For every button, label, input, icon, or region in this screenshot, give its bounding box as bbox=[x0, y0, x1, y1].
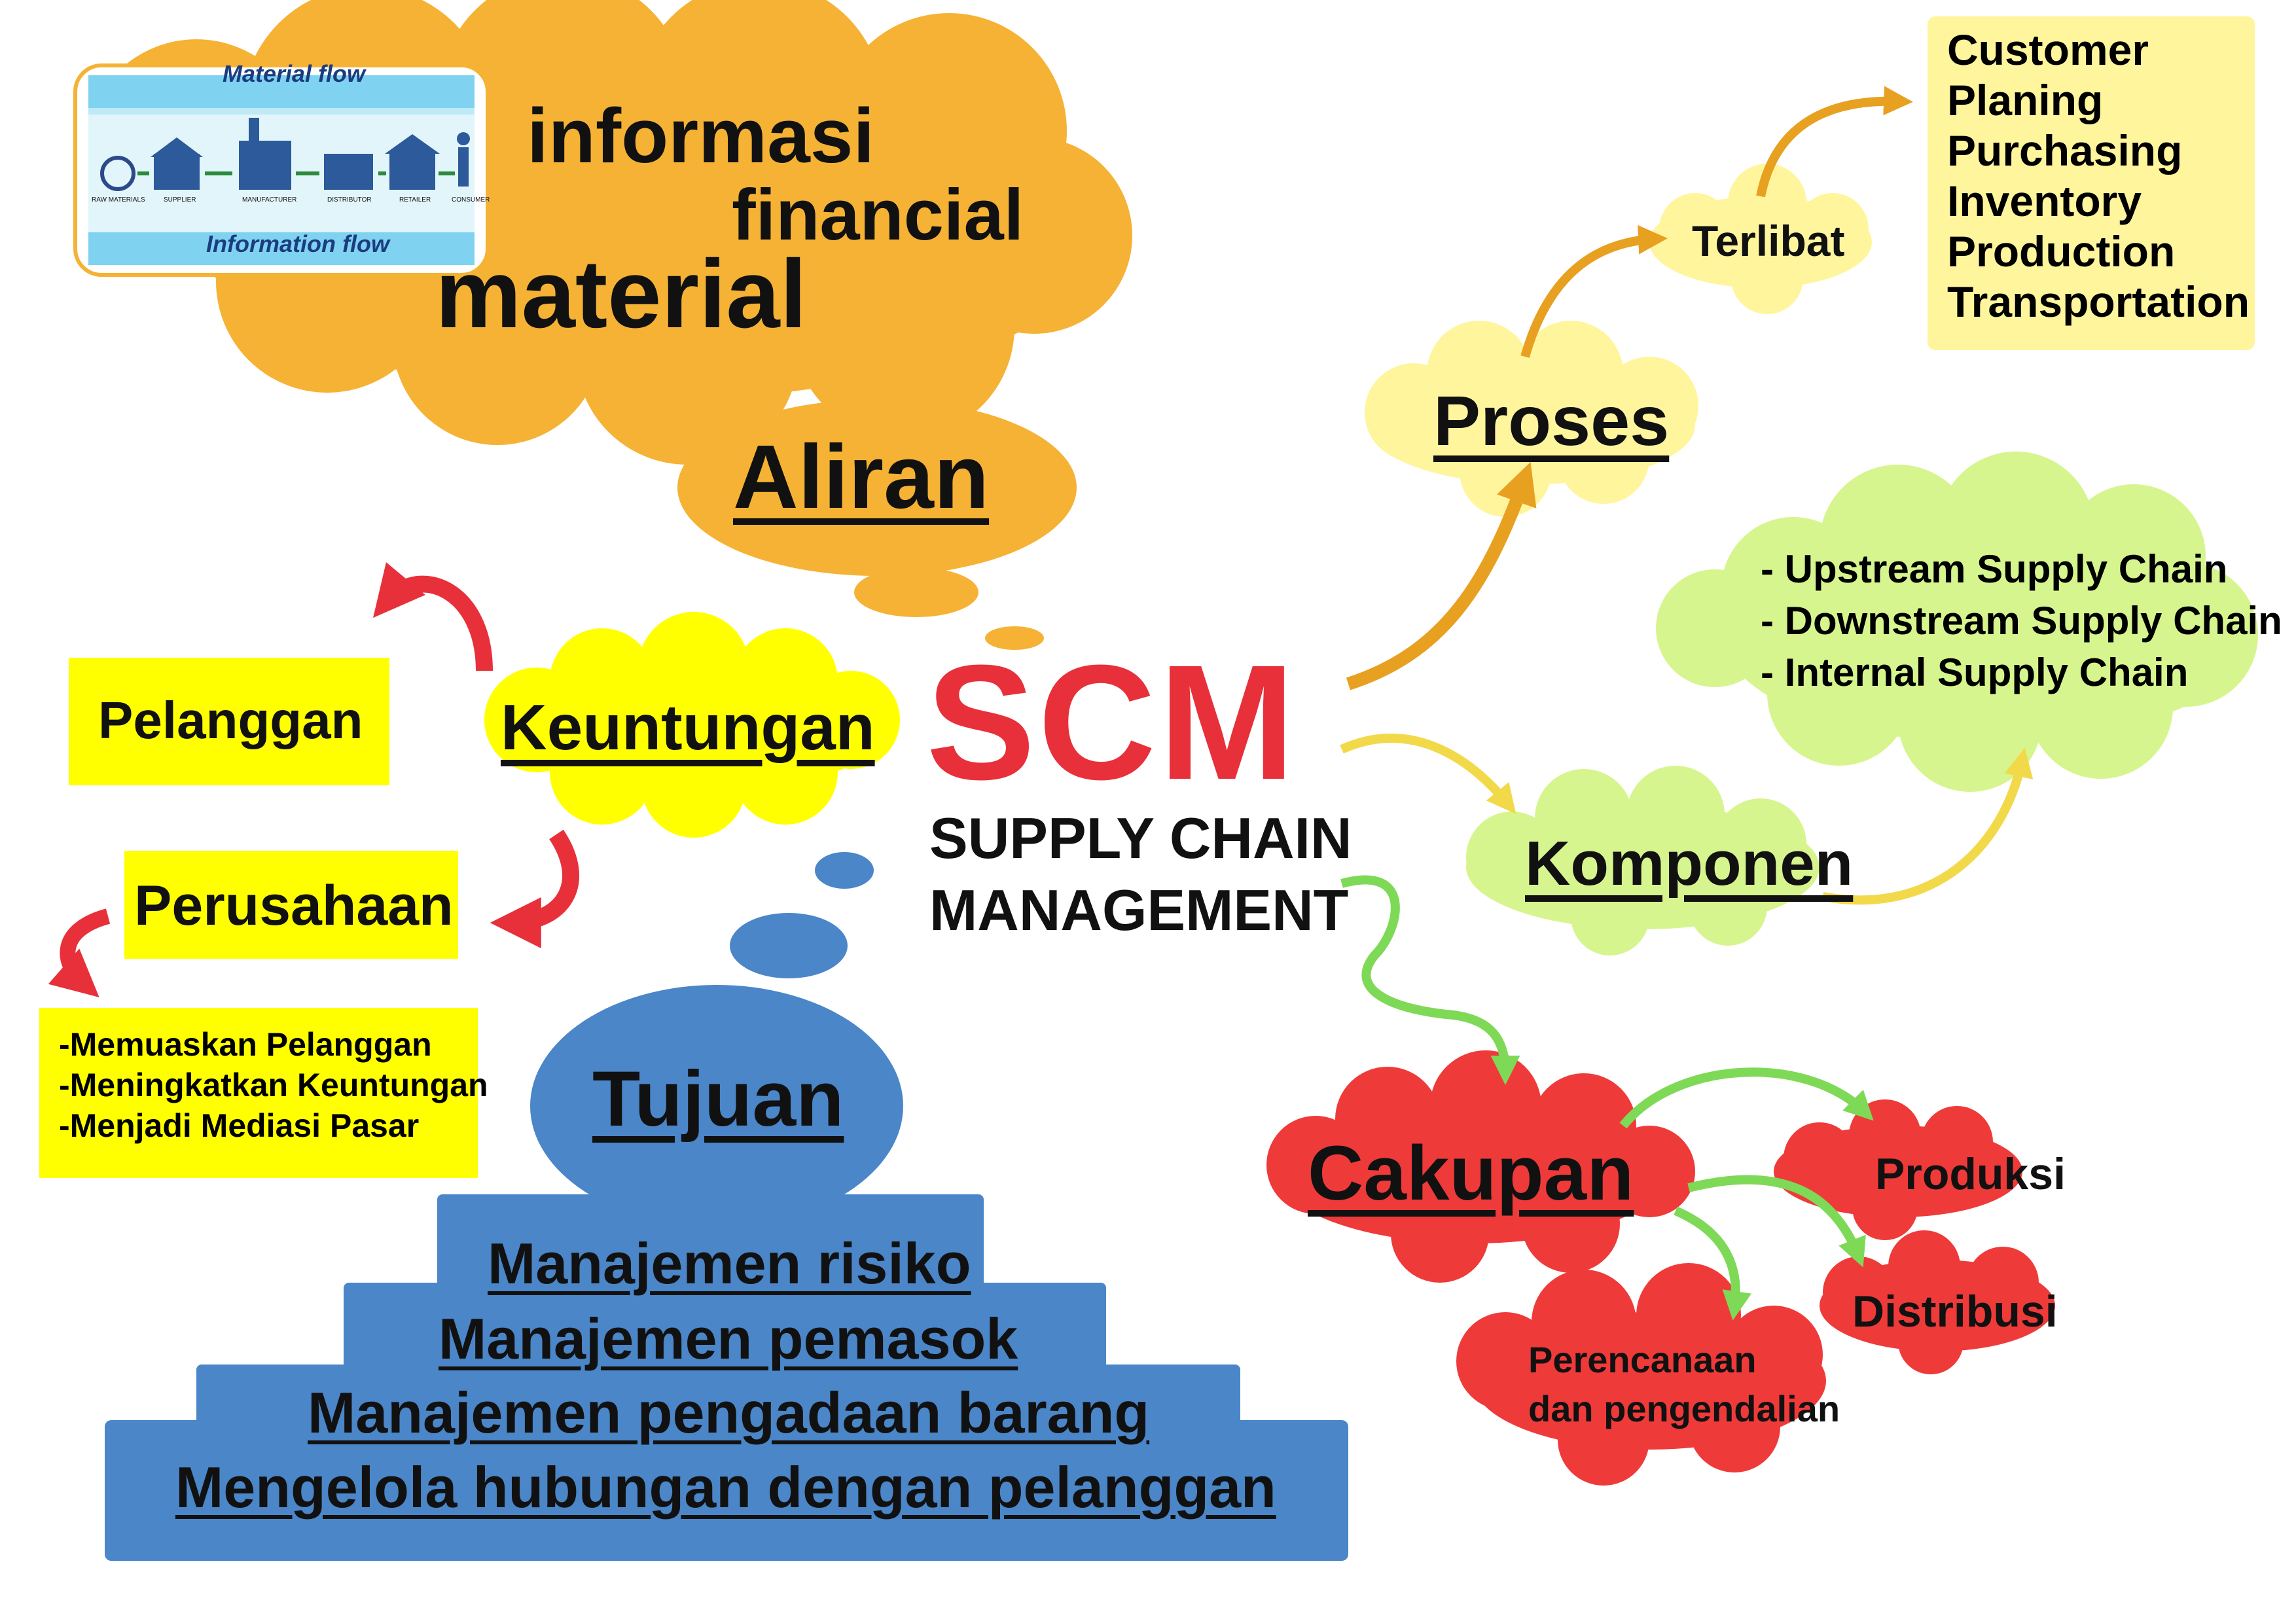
perencanaan-cloud bbox=[1456, 1263, 1826, 1486]
information-flow-label: Information flow bbox=[206, 230, 389, 257]
komponen-upstream: - Upstream Supply Chain bbox=[1761, 547, 2228, 591]
stage-supplier: SUPPLIER bbox=[164, 196, 196, 204]
perusahaan-label: Perusahaan bbox=[134, 874, 454, 937]
tujuan-step-3: Manajemen pengadaan barang bbox=[308, 1380, 1150, 1445]
perusahaan-box bbox=[124, 851, 458, 959]
produksi-cloud bbox=[1774, 1099, 2022, 1240]
terlibat-cloud bbox=[1649, 164, 1872, 314]
keuntungan-label: Keuntungan bbox=[501, 691, 875, 763]
tujuan-step-1: Manajemen risiko bbox=[488, 1231, 971, 1296]
arrow-scm-komponen bbox=[1340, 734, 1516, 814]
proses-involved-list: Customer Planing Purchasing Inventory Pr… bbox=[1947, 25, 2250, 327]
involved-production: Production bbox=[1947, 227, 2176, 276]
arrow-cakupan-produksi bbox=[1619, 1067, 1874, 1129]
arrow-scm-proses bbox=[1346, 461, 1537, 690]
involved-purchasing: Purchasing bbox=[1947, 126, 2183, 175]
produksi-label: Produksi bbox=[1875, 1149, 2066, 1199]
involved-inventory: Inventory bbox=[1947, 177, 2142, 225]
arrow-komponen-list bbox=[1821, 747, 2034, 905]
aliran-cloud bbox=[85, 0, 1132, 465]
involved-transportation: Transportation bbox=[1947, 277, 2250, 326]
arrow-cakupan-perencanaan bbox=[1674, 1206, 1751, 1321]
arrow-to-pelanggan bbox=[372, 562, 493, 671]
distribusi-cloud bbox=[1820, 1230, 2055, 1374]
aliran-label: Aliran bbox=[733, 427, 990, 527]
tujuan-step-4: Mengelola hubungan dengan pelanggan bbox=[175, 1455, 1276, 1520]
detail-meningkatkan: -Meningkatkan Keuntungan bbox=[59, 1067, 488, 1103]
keuntungan-details-box bbox=[39, 1008, 478, 1178]
arrow-proses-terlibat bbox=[1520, 224, 1668, 358]
arrow-cakupan-distribusi bbox=[1687, 1175, 1866, 1268]
aliran-item-material: material bbox=[435, 240, 807, 348]
detail-memuaskan: -Memuaskan Pelanggan bbox=[59, 1026, 432, 1063]
detail-mediasi: -Menjadi Mediasi Pasar bbox=[59, 1107, 420, 1144]
distribusi-label: Distribusi bbox=[1852, 1287, 2058, 1336]
komponen-label: Komponen bbox=[1525, 829, 1854, 899]
proses-list-box bbox=[1928, 16, 2255, 350]
tujuan-oval bbox=[530, 985, 903, 1227]
stage-raw-materials: RAW MATERIALS bbox=[92, 196, 145, 204]
stage-consumer: CONSUMER bbox=[452, 196, 490, 204]
perencanaan-line2: dan pengendalian bbox=[1528, 1388, 1840, 1429]
komponen-cloud bbox=[1466, 766, 1820, 955]
tujuan-label: Tujuan bbox=[592, 1055, 844, 1143]
aliran-oval bbox=[677, 399, 1077, 576]
komponen-downstream: - Downstream Supply Chain bbox=[1761, 599, 2282, 643]
material-flow-label: Material flow bbox=[223, 60, 366, 87]
flow-image bbox=[73, 63, 490, 277]
aliran-item-financial: financial bbox=[732, 175, 1024, 255]
keuntungan-details: -Memuaskan Pelanggan -Meningkatkan Keunt… bbox=[59, 1024, 488, 1146]
tujuan-step-2: Manajemen pemasok bbox=[439, 1306, 1018, 1371]
proses-label: Proses bbox=[1433, 381, 1670, 460]
involved-customer: Customer bbox=[1947, 26, 2149, 74]
cakupan-label: Cakupan bbox=[1308, 1130, 1634, 1217]
scm-subtitle-line1: SUPPLY CHAIN bbox=[929, 806, 1352, 870]
terlibat-label: Terlibat bbox=[1692, 217, 1845, 265]
involved-planing: Planing bbox=[1947, 76, 2104, 124]
arrow-terlibat-list bbox=[1756, 86, 1913, 198]
pelanggan-label: Pelanggan bbox=[98, 691, 363, 749]
komponen-list: - Upstream Supply Chain - Downstream Sup… bbox=[1761, 543, 2282, 698]
scm-title: SCM bbox=[926, 631, 1298, 813]
komponen-internal: - Internal Supply Chain bbox=[1761, 651, 2189, 694]
tujuan-pyramid bbox=[105, 1194, 1348, 1561]
arrow-to-details bbox=[48, 908, 111, 997]
stage-manufacturer: MANUFACTURER bbox=[242, 196, 297, 204]
stage-retailer: RETAILER bbox=[399, 196, 431, 204]
stage-distributor: DISTRIBUTOR bbox=[327, 196, 372, 204]
arrow-scm-cakupan bbox=[1340, 875, 1520, 1085]
scm-subtitle-line2: MANAGEMENT bbox=[929, 878, 1349, 942]
proses-cloud bbox=[1365, 321, 1698, 517]
keuntungan-cloud bbox=[484, 612, 900, 838]
arrow-to-perusahaan bbox=[490, 829, 580, 948]
perencanaan-line1: Perencanaan bbox=[1528, 1339, 1757, 1380]
pelanggan-box bbox=[69, 658, 389, 785]
aliran-item-informasi: informasi bbox=[527, 93, 875, 179]
